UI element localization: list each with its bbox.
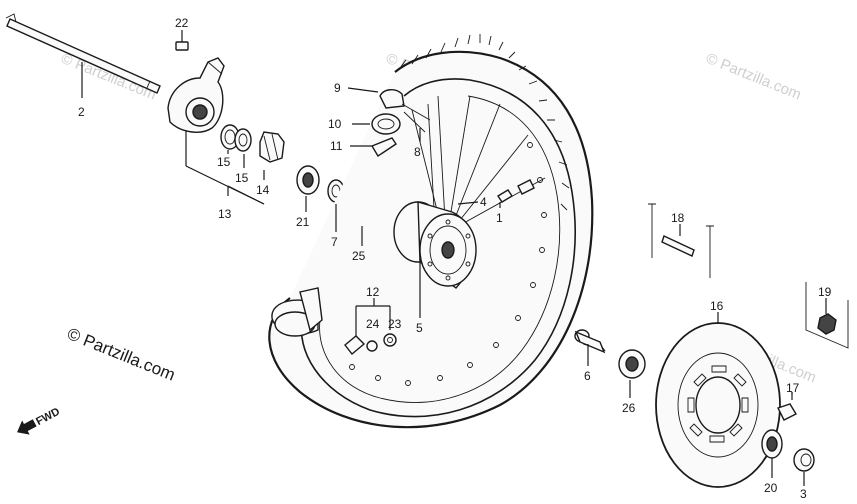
watermark-text: © Partzilla.com bbox=[704, 50, 804, 104]
callout-17: 17 bbox=[786, 381, 800, 395]
callout-6: 6 bbox=[584, 369, 591, 383]
fwd-label: FWD bbox=[34, 406, 62, 428]
spokes-part-1 bbox=[411, 95, 546, 227]
callout-24: 24 bbox=[366, 317, 380, 331]
copyright-text: © Partzilla.com bbox=[65, 324, 178, 385]
rim-spoke-holes bbox=[349, 142, 547, 386]
callout-10: 10 bbox=[328, 117, 342, 131]
callout-4: 4 bbox=[480, 195, 487, 209]
callout-labels: 2 22 15 15 14 13 21 7 25 9 10 11 8 4 1 5… bbox=[78, 16, 832, 501]
leader-lines bbox=[81, 62, 827, 486]
disc-slots bbox=[687, 365, 749, 443]
seal-part-21 bbox=[296, 165, 320, 195]
callout-19: 19 bbox=[818, 285, 832, 299]
speedometer-gearbox-13 bbox=[167, 57, 225, 133]
nipple-part-1 bbox=[497, 179, 535, 203]
callout-23: 23 bbox=[388, 317, 402, 331]
bolt-set-part-18 bbox=[648, 203, 714, 278]
forward-arrow-icon: FWD bbox=[17, 406, 62, 435]
bolt-part-22 bbox=[175, 30, 189, 51]
callout-2: 2 bbox=[78, 105, 85, 119]
callout-15: 15 bbox=[235, 171, 249, 185]
callout-16: 16 bbox=[710, 299, 724, 313]
hub-bolts bbox=[427, 219, 471, 281]
washer-part-15 bbox=[220, 124, 252, 152]
axle-part-2 bbox=[5, 13, 161, 94]
callout-11: 11 bbox=[330, 139, 343, 153]
spacer-part-6 bbox=[574, 329, 606, 354]
gear-part-14 bbox=[259, 131, 285, 163]
callout-20: 20 bbox=[764, 481, 778, 495]
brake-disc-part-16 bbox=[655, 322, 781, 488]
bearing-part-26 bbox=[618, 349, 646, 379]
callout-26: 26 bbox=[622, 401, 636, 415]
callout-18: 18 bbox=[671, 211, 685, 225]
callout-1: 1 bbox=[496, 211, 503, 225]
callout-13: 13 bbox=[218, 207, 232, 221]
bolt-part-17 bbox=[777, 392, 797, 421]
callout-7: 7 bbox=[331, 235, 338, 249]
callout-5: 5 bbox=[416, 321, 423, 335]
wheel-assembly bbox=[268, 34, 594, 429]
valve-parts-24-23 bbox=[344, 333, 397, 356]
callout-25: 25 bbox=[352, 249, 366, 263]
callout-8: 8 bbox=[414, 145, 421, 159]
callout-12: 12 bbox=[366, 285, 380, 299]
callout-15: 15 bbox=[217, 155, 231, 169]
callout-21: 21 bbox=[296, 215, 310, 229]
callout-9: 9 bbox=[334, 81, 341, 95]
collar-part-3 bbox=[793, 448, 815, 472]
callout-14: 14 bbox=[256, 183, 270, 197]
watermark-text: © Partzilla.com bbox=[59, 50, 159, 104]
nut-part-19 bbox=[805, 282, 849, 349]
callout-22: 22 bbox=[175, 16, 189, 30]
seal-part-20 bbox=[761, 429, 783, 459]
callout-3: 3 bbox=[800, 487, 807, 501]
